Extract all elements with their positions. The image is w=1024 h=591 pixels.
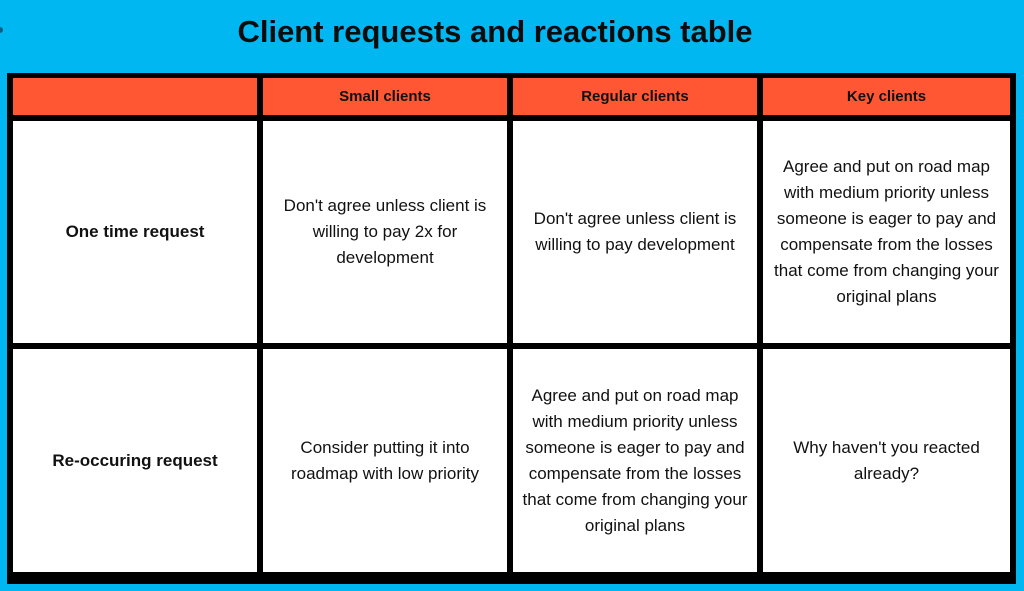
- table-header-row: Small clients Regular clients Key client…: [13, 78, 1010, 121]
- decorative-dot: [0, 27, 3, 33]
- header-corner-cell: [13, 78, 263, 121]
- cell-one-time-small: Don't agree unless client is willing to …: [263, 121, 513, 349]
- table-row: Re-occuring request Consider putting it …: [13, 349, 1010, 572]
- cell-text: Why haven't you reacted already?: [793, 437, 980, 483]
- row-label-re-occuring: Re-occuring request: [13, 349, 263, 572]
- header-regular-clients: Regular clients: [513, 78, 763, 121]
- cell-re-occuring-regular: Agree and put on road map with medium pr…: [513, 349, 763, 572]
- cell-re-occuring-key: Why haven't you reacted already?: [763, 349, 1010, 572]
- cell-re-occuring-small: Consider putting it into roadmap with lo…: [263, 349, 513, 572]
- cell-text: Agree and put on road map with medium pr…: [522, 385, 748, 535]
- cell-one-time-key: Agree and put on road map with medium pr…: [763, 121, 1010, 349]
- cell-text: Agree and put on road map with medium pr…: [774, 157, 999, 306]
- requests-table: Small clients Regular clients Key client…: [13, 78, 1010, 572]
- header-key-clients: Key clients: [763, 78, 1010, 121]
- requests-table-frame: Small clients Regular clients Key client…: [7, 73, 1016, 584]
- row-label-text: One time request: [65, 222, 205, 241]
- cell-text: Don't agree unless client is willing to …: [283, 196, 487, 267]
- table-row: One time request Don't agree unless clie…: [13, 121, 1010, 349]
- row-label-text: Re-occuring request: [52, 450, 218, 470]
- cell-text: Don't agree unless client is willing to …: [533, 209, 737, 254]
- cell-one-time-regular: Don't agree unless client is willing to …: [513, 121, 763, 349]
- row-label-one-time: One time request: [13, 121, 263, 349]
- cell-text: Consider putting it into roadmap with lo…: [290, 437, 479, 483]
- page-title: Client requests and reactions table: [237, 14, 753, 49]
- header-small-clients: Small clients: [263, 78, 513, 121]
